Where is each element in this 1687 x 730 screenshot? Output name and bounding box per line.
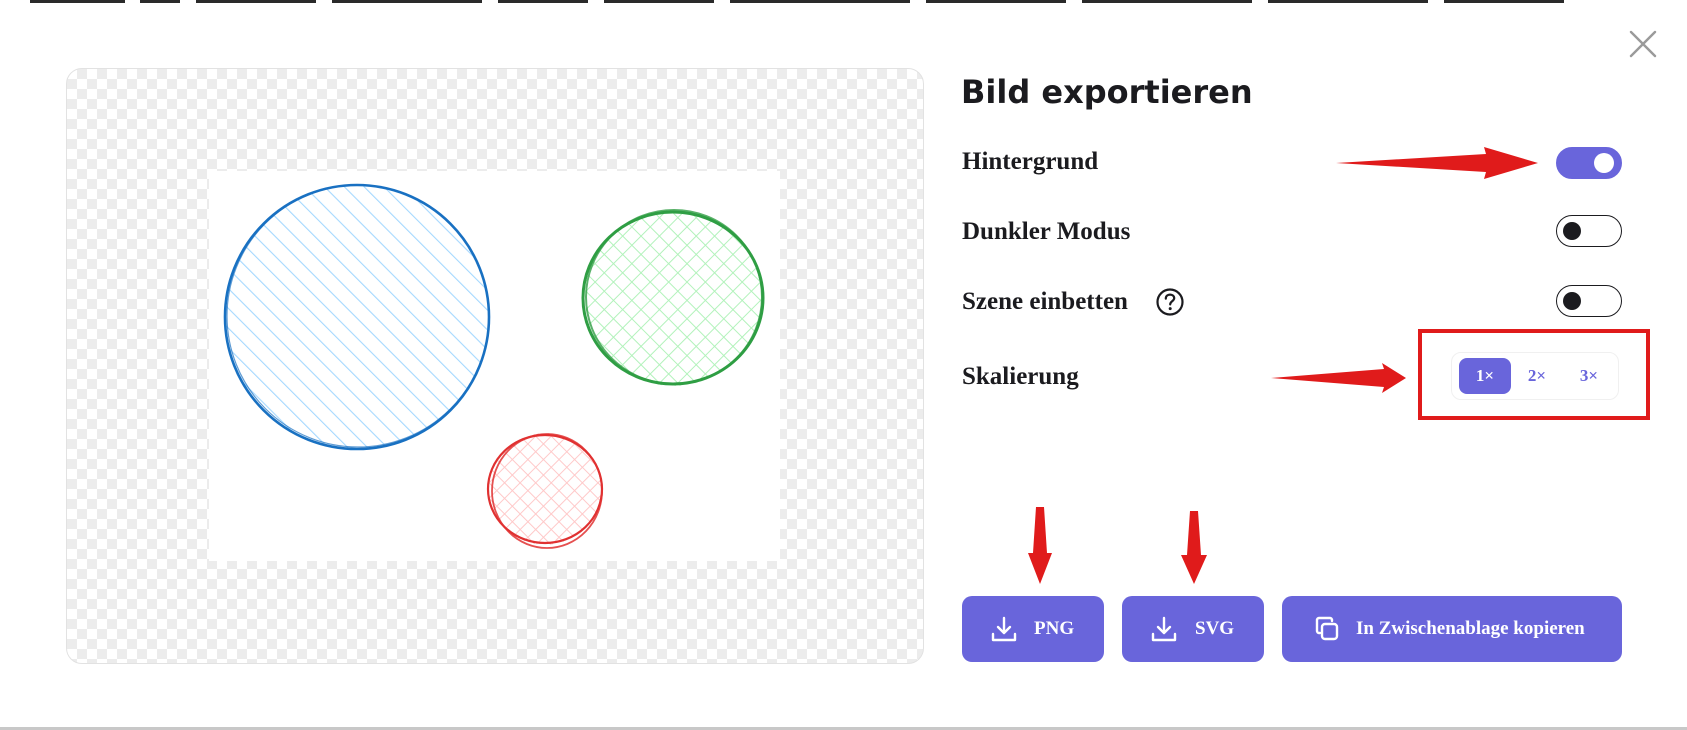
copy-icon [1313,615,1341,643]
dark-mode-label: Dunkler Modus [962,218,1131,245]
embed-scene-toggle[interactable] [1556,285,1622,317]
download-icon [990,615,1018,643]
close-icon [1629,30,1657,58]
copy-to-clipboard-button[interactable]: In Zwischenablage kopieren [1282,596,1622,662]
close-button[interactable] [1624,25,1662,63]
embed-scene-label: Szene einbetten [962,288,1128,315]
blue-circle [223,183,491,451]
toggle-knob [1563,222,1581,240]
scale-option-2x[interactable]: 2× [1527,366,1547,385]
export-png-label: PNG [1034,618,1075,639]
export-svg-button[interactable]: SVG [1122,596,1264,662]
background-label: Hintergrund [962,148,1099,175]
toggle-knob [1563,292,1581,310]
scale-option-1x[interactable]: 1× [1459,358,1511,394]
toggle-knob [1594,153,1614,173]
copy-to-clipboard-label: In Zwischenablage kopieren [1356,618,1585,639]
preview-canvas [209,171,780,561]
arrow-icon [1028,507,1052,584]
green-circle [581,209,765,386]
help-button[interactable] [1155,287,1185,317]
red-circle [486,433,604,549]
export-preview [66,68,924,664]
arrow-icon [1181,511,1207,584]
background-toggle[interactable] [1556,147,1622,179]
arrow-icon [1336,147,1538,179]
help-circle-icon [1156,288,1184,316]
arrow-icon [1271,363,1406,393]
background-text-fragment [0,0,1687,10]
scale-selector: 1× 2× 3× [1451,352,1619,400]
dark-mode-toggle[interactable] [1556,215,1622,247]
scale-option-3x[interactable]: 3× [1579,366,1599,385]
export-svg-label: SVG [1195,618,1235,639]
scale-label: Skalierung [962,363,1079,390]
export-png-button[interactable]: PNG [962,596,1104,662]
dialog-bottom-border [0,727,1687,730]
download-icon [1150,615,1178,643]
dialog-title: Bild exportieren [961,73,1253,111]
